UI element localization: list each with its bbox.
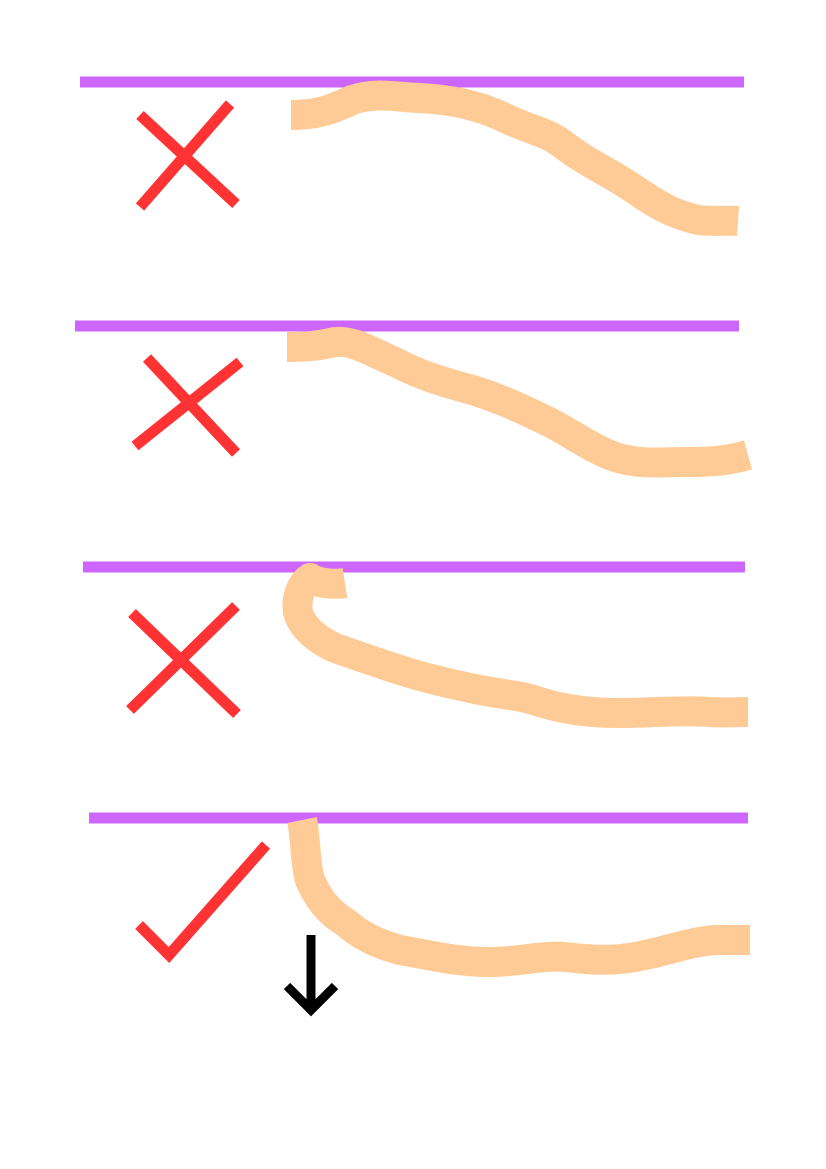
cross-icon <box>126 602 241 718</box>
strand <box>287 817 750 977</box>
arrow-down-icon <box>283 935 339 1017</box>
panel-2 <box>75 320 753 478</box>
panel-1 <box>80 76 744 236</box>
strand <box>282 563 749 728</box>
checkmark-icon <box>135 841 271 964</box>
panel-3 <box>83 561 749 728</box>
strand <box>286 326 753 478</box>
strand <box>290 80 740 236</box>
panel-4 <box>89 812 750 1017</box>
cross-icon <box>131 354 244 457</box>
cross-icon <box>135 100 240 211</box>
